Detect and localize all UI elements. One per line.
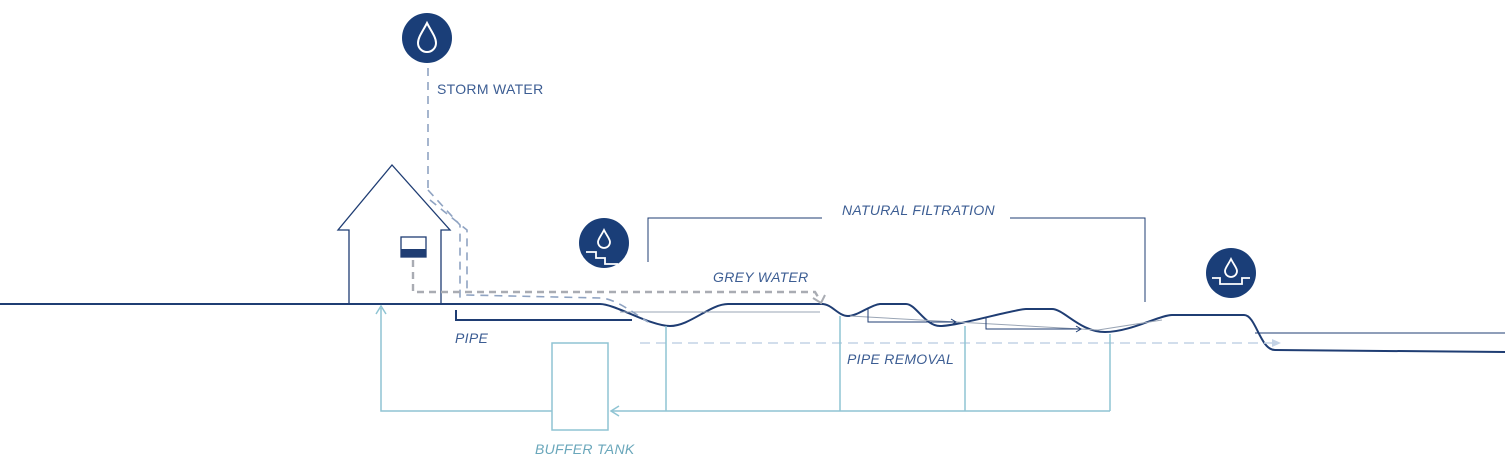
grey-water-label: GREY WATER [713,269,809,285]
natural-filtration-label: NATURAL FILTRATION [842,202,995,218]
water-drop-icon [402,13,452,63]
drop-over-stairs-icon [579,218,629,268]
house-outline [336,164,452,304]
filtration-surface-line [620,311,1163,331]
storm-water-label: STORM WATER [437,81,544,97]
natural-filtration-bracket [647,217,1146,302]
buffer-tank-label: BUFFER TANK [535,441,635,457]
pipe-removal-arrowhead [1272,339,1281,347]
grey-water-dashed-line [411,260,822,301]
flow-arrow-2-head [1075,325,1082,333]
storm-water-roof-line-1 [427,189,461,298]
flow-arrow-1 [867,308,955,323]
drop-in-basin-icon [1206,248,1256,298]
pipe-line [455,310,632,321]
flow-arrow-2 [985,318,1080,330]
collection-pipes [380,308,1111,412]
pipe-removal-label: PIPE REMOVAL [847,351,955,367]
flow-arrow-1-head [950,318,957,326]
grey-water-arrowhead [812,294,826,305]
buffer-tank [551,342,609,431]
recirculation-arrowhead [375,304,387,315]
ground-terrain [0,303,1506,353]
return-flow-arrowhead [609,405,620,417]
pipe-label: PIPE [455,330,489,346]
house-tank-icon [400,236,427,258]
